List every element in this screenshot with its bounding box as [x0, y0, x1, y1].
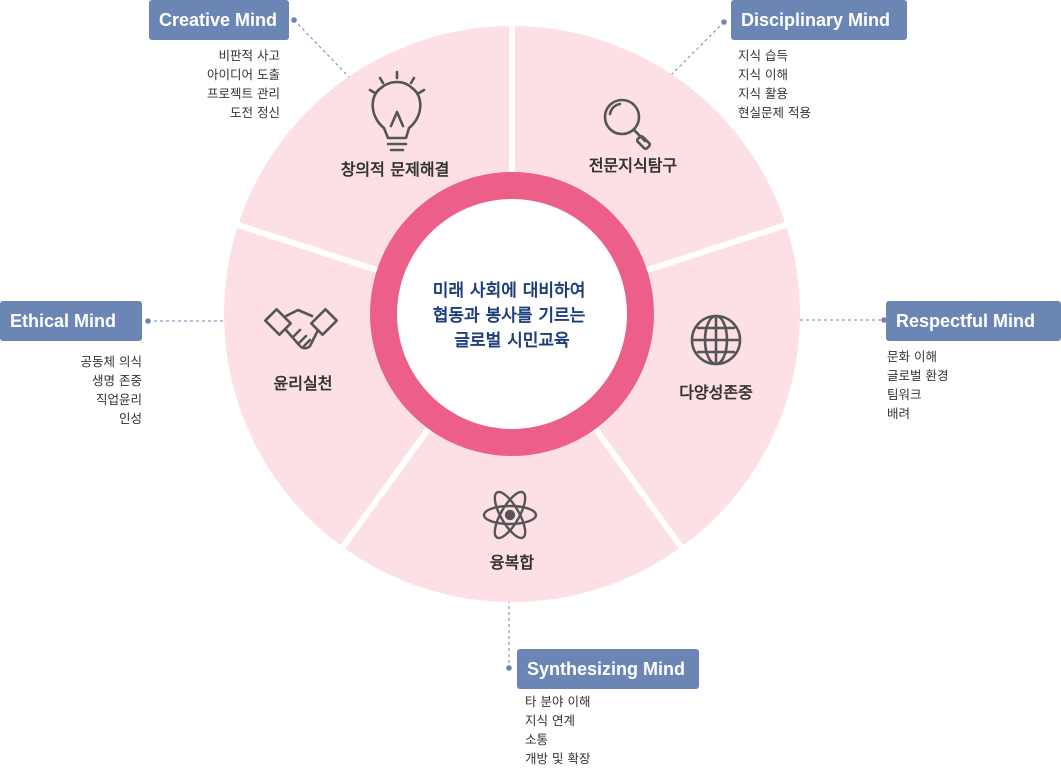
connector-dot-respectful [881, 317, 887, 323]
list-item: 직업윤리 [95, 392, 142, 407]
list-item: 배려 [887, 406, 911, 421]
synthesizing-mind-badge: Synthesizing Mind [517, 649, 699, 689]
list-item: 도전 정신 [230, 105, 280, 120]
segment-label-respectful: 다양성존중 [679, 383, 753, 402]
ethical-mind-items: 공동체 의식 생명 존중 직업윤리 인성 [22, 352, 142, 428]
magnifier-icon [603, 98, 652, 151]
disciplinary-mind-badge: Disciplinary Mind [731, 0, 907, 40]
creative-mind-badge: Creative Mind [149, 0, 289, 40]
creative-mind-items: 비판적 사고 아이디어 도출 프로젝트 관리 도전 정신 [160, 46, 280, 122]
list-item: 지식 활용 [738, 86, 788, 101]
segment-respectful [345, 315, 679, 603]
connector-dot-creative [291, 17, 297, 23]
center-disc [397, 199, 627, 429]
list-item: 글로벌 환경 [887, 368, 949, 383]
segment-label-ethical: 윤리실천 [274, 374, 333, 393]
list-item: 인성 [118, 411, 142, 426]
list-item: 지식 이해 [738, 67, 788, 82]
list-item: 아이디어 도출 [207, 67, 280, 82]
respectful-mind-items: 문화 이해 글로벌 환경 팀워크 배려 [887, 347, 948, 423]
center-line-2: 협동과 봉사를 기르는 [433, 305, 586, 326]
center-line-1: 미래 사회에 대비하여 [433, 281, 586, 301]
list-item: 프로젝트 관리 [207, 86, 280, 101]
list-item: 타 분야 이해 [525, 694, 591, 709]
list-item: 팀워크 [887, 387, 922, 402]
connector-dot-disciplinary [721, 19, 727, 25]
list-item: 지식 연계 [525, 713, 575, 728]
connector-dot-synthesizing [506, 665, 512, 671]
lightbulb-icon [368, 70, 426, 152]
svg-text:미래 사회에 대비하여 협동과 봉사를 기르는: 미래 사회에 대비하여 협동과 봉사를 기르는 글로벌 시민교육 [433, 281, 592, 351]
disciplinary-mind-items: 지식 습득 지식 이해 지식 활용 현실문제 적용 [738, 46, 811, 122]
list-item: 현실문제 적용 [738, 105, 811, 120]
atom-icon [482, 490, 538, 540]
list-item: 문화 이해 [887, 349, 937, 364]
segment-label-creative: 창의적 문제해결 [341, 160, 450, 179]
connector-disciplinary [669, 21, 725, 77]
respectful-mind-badge: Respectful Mind [886, 301, 1061, 341]
connectors [148, 19, 884, 668]
list-item: 소통 [525, 732, 549, 747]
connector-creative [293, 19, 351, 79]
segment-label-synthesizing: 융복합 [490, 553, 534, 572]
globe-icon [690, 314, 742, 366]
ethical-mind-badge: Ethical Mind [0, 301, 142, 341]
synthesizing-mind-items: 타 분야 이해 지식 연계 소통 개방 및 확장 [525, 692, 590, 768]
center-line-3: 글로벌 시민교육 [454, 331, 570, 351]
list-item: 비판적 사고 [218, 48, 280, 63]
list-item: 생명 존중 [92, 373, 142, 388]
segment-label-disciplinary: 전문지식탐구 [589, 156, 678, 175]
list-item: 개방 및 확장 [525, 751, 591, 766]
list-item: 공동체 의식 [80, 354, 142, 369]
connector-dot-ethical [145, 318, 151, 324]
handshake-icon [263, 307, 339, 350]
list-item: 지식 습득 [738, 48, 788, 63]
